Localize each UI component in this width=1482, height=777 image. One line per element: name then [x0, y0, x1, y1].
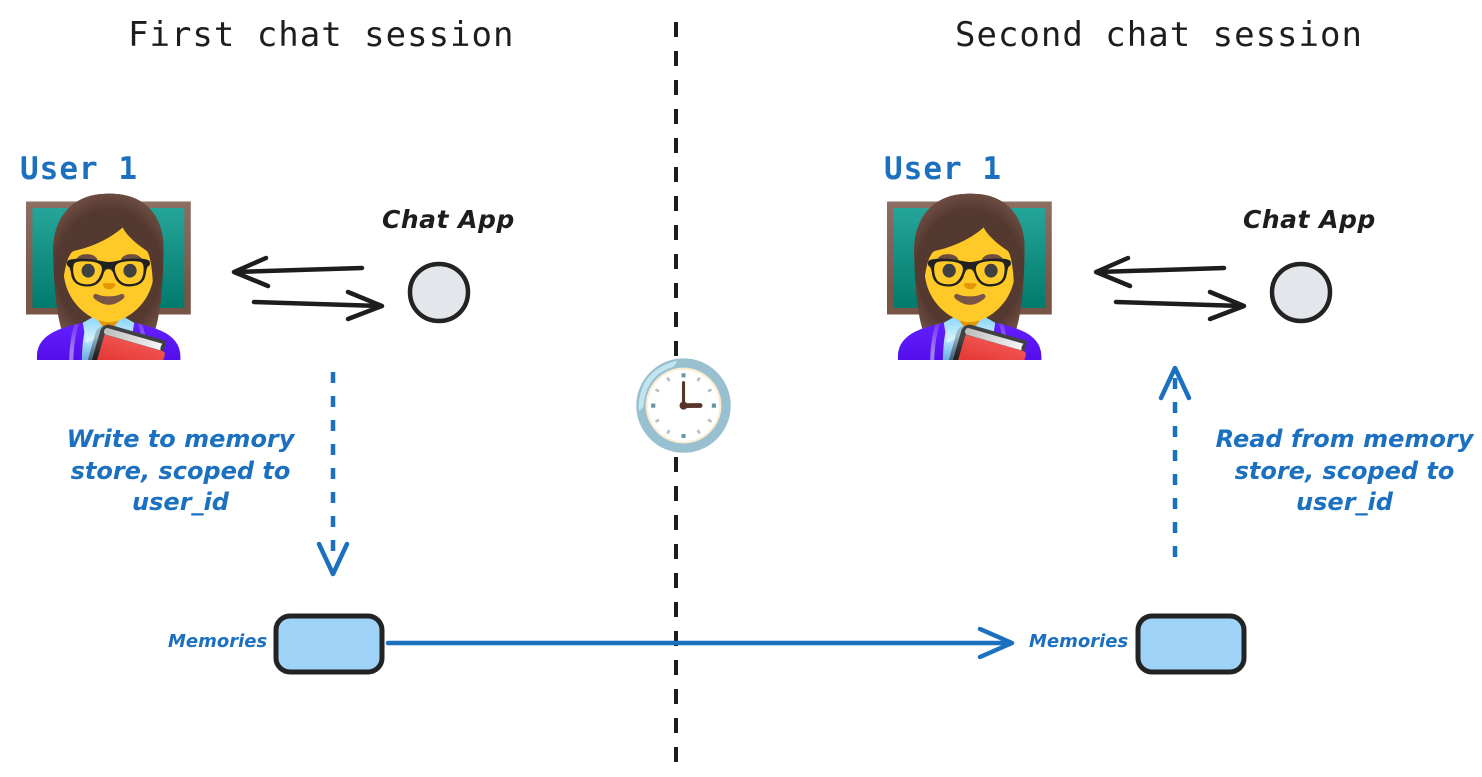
memories-label-second: Memories	[1029, 631, 1129, 652]
user-label-first: User 1	[20, 151, 138, 187]
write-memory-note: Write to memory store, scoped to user_id	[66, 425, 295, 517]
chat-app-label-second: Chat App	[1243, 205, 1376, 234]
chat-app-label-first: Chat App	[382, 205, 515, 234]
session-title-second: Second chat session	[955, 15, 1363, 55]
memories-label-first: Memories	[168, 631, 268, 652]
memories-box-first	[272, 612, 386, 676]
woman-teacher-avatar: 👩‍🏫	[876, 191, 1063, 365]
exchange-arrows-second	[1090, 250, 1250, 322]
user-label-second: User 1	[884, 151, 1002, 187]
memory-persistence-arrow	[385, 626, 1026, 660]
chat-app-circle-icon	[406, 260, 472, 326]
chat-app-circle-icon	[1268, 260, 1334, 326]
woman-teacher-avatar: 👩‍🏫	[15, 191, 202, 365]
read-memory-arrow	[1152, 364, 1198, 560]
write-memory-arrow	[310, 368, 356, 580]
read-memory-note: Read from memory store, scoped to user_i…	[1215, 425, 1474, 517]
clock-icon: 🕒	[630, 356, 738, 456]
memories-box-second	[1134, 612, 1248, 676]
session-title-first: First chat session	[128, 15, 515, 55]
exchange-arrows-first	[228, 250, 388, 322]
